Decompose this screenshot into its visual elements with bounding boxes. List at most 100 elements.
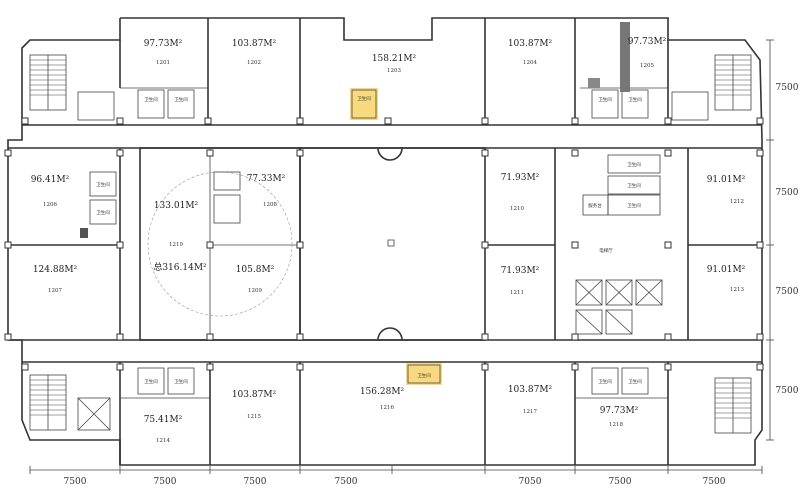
svg-text:卫生间: 卫生间: [96, 209, 110, 216]
svg-text:卫生间: 卫生间: [627, 161, 641, 168]
room-number: 1209: [248, 288, 262, 294]
room-1212[interactable]: 91.01M² 1212: [707, 175, 746, 205]
room-1217[interactable]: 103.87M² 1217: [508, 385, 553, 415]
room-area: 133.01M²: [154, 201, 199, 211]
svg-text:卫生间: 卫生间: [598, 96, 612, 103]
stair-bottom-right: [714, 377, 752, 434]
room-area: 103.87M²: [508, 385, 553, 395]
room-1207[interactable]: 124.88M² 1207: [33, 265, 78, 294]
room-1215[interactable]: 103.87M² 1215: [232, 390, 277, 420]
room-area: 71.93M²: [501, 173, 540, 183]
svg-text:卫生间: 卫生间: [627, 182, 641, 189]
room-area: 75.41M²: [144, 415, 183, 425]
room-1219[interactable]: 133.01M² 1219 总316.14M²: [153, 201, 207, 273]
room-number: 1203: [387, 68, 401, 74]
dimension-label: 7500: [776, 287, 799, 297]
room-number: 1213: [730, 287, 744, 293]
room-number: 1204: [523, 60, 537, 66]
dimension-label: 7500: [776, 188, 799, 198]
stair-top-right: [671, 54, 752, 121]
room-number: 1216: [380, 405, 394, 411]
room-1214[interactable]: 75.41M² 1214: [144, 415, 183, 444]
room-1209[interactable]: 105.8M² 1209: [236, 265, 275, 294]
columns: [4, 117, 764, 371]
room-total-area: 总316.14M²: [153, 261, 207, 273]
bottom-rooms: [119, 362, 669, 465]
room-number: 1208: [263, 202, 277, 208]
dimension-label: 7500: [776, 386, 799, 396]
room-number: 1210: [510, 206, 524, 212]
building-outline: [7, 17, 763, 466]
room-area: 103.87M²: [508, 39, 553, 49]
svg-text:卫生间: 卫生间: [628, 378, 642, 385]
room-number: 1218: [609, 422, 623, 428]
elevator-bank: [575, 279, 663, 335]
restroom-label: 卫生间: [417, 372, 431, 379]
room-1205[interactable]: 97.73M² 1205: [628, 37, 667, 69]
dimension-label: 7500: [776, 83, 799, 93]
svg-text:卫生间: 卫生间: [627, 202, 641, 209]
room-area: 77.33M²: [247, 174, 286, 184]
stair-top-left: [29, 54, 115, 121]
room-area: 96.41M²: [31, 175, 70, 185]
top-rooms: [119, 18, 669, 125]
dimension-label: 7500: [703, 477, 726, 487]
room-1201[interactable]: 97.73M² 1201: [144, 39, 183, 66]
dimension-label: 7500: [154, 477, 177, 487]
room-area: 91.01M²: [707, 265, 746, 275]
svg-text:服务台: 服务台: [588, 202, 602, 209]
room-area: 156.28M²: [360, 387, 405, 397]
room-area: 91.01M²: [707, 175, 746, 185]
room-1210[interactable]: 71.93M² 1210: [501, 173, 540, 212]
room-area: 103.87M²: [232, 390, 277, 400]
room-number: 1201: [156, 60, 170, 66]
room-area: 103.87M²: [232, 39, 277, 49]
room-area: 105.8M²: [236, 265, 275, 275]
bottom-dimension-line: 7500 7500 7500 7500 7050 7500 7500: [29, 466, 763, 487]
svg-text:卫生间: 卫生间: [598, 378, 612, 385]
room-number: 1217: [523, 409, 537, 415]
room-1206[interactable]: 96.41M² 1206: [31, 175, 70, 208]
room-number: 1205: [640, 63, 654, 69]
restroom-labels: 卫生间 卫生间 卫生间 卫生间 卫生间 卫生间 卫生间 卫生间 卫生间 服务台 …: [96, 96, 642, 385]
stair-bottom-left: [29, 374, 111, 431]
room-number: 1215: [247, 414, 261, 420]
room-1216[interactable]: 156.28M² 1216: [360, 387, 405, 411]
svg-text:卫生间: 卫生间: [174, 378, 188, 385]
room-1213[interactable]: 91.01M² 1213: [707, 265, 746, 293]
room-1203[interactable]: 158.21M² 1203: [372, 54, 417, 74]
dimension-label: 7500: [64, 477, 87, 487]
dimension-label: 7500: [609, 477, 632, 487]
room-area: 158.21M²: [372, 54, 417, 64]
svg-text:卫生间: 卫生间: [174, 96, 188, 103]
room-1211[interactable]: 71.93M² 1211: [501, 266, 540, 296]
room-number: 1207: [48, 288, 62, 294]
room-number: 1214: [156, 438, 170, 444]
svg-text:卫生间: 卫生间: [628, 96, 642, 103]
room-1204[interactable]: 103.87M² 1204: [508, 39, 553, 66]
room-area: 124.88M²: [33, 265, 78, 275]
room-number: 1219: [169, 242, 183, 248]
dimension-label: 7500: [244, 477, 267, 487]
dimension-label: 7050: [519, 477, 542, 487]
highlighted-restroom-bottom[interactable]: 卫生间: [406, 363, 442, 385]
svg-text:卫生间: 卫生间: [144, 378, 158, 385]
svg-text:卫生间: 卫生间: [144, 96, 158, 103]
room-number: 1206: [43, 202, 57, 208]
highlighted-restroom-top[interactable]: 卫生间: [350, 88, 378, 120]
room-1208[interactable]: 77.33M² 1208: [247, 174, 286, 208]
room-number: 1212: [730, 199, 744, 205]
svg-text:卫生间: 卫生间: [96, 181, 110, 188]
room-1202[interactable]: 103.87M² 1202: [232, 39, 277, 66]
room-number: 1202: [247, 60, 261, 66]
middle-right-rooms: [485, 148, 762, 340]
elevator-hall-label: 电梯厅: [599, 247, 613, 254]
room-area: 97.73M²: [600, 406, 639, 416]
room-1218[interactable]: 97.73M² 1218: [600, 406, 639, 428]
dimension-label: 7500: [335, 477, 358, 487]
room-number: 1211: [510, 290, 524, 296]
restroom-label: 卫生间: [357, 95, 371, 102]
room-area: 71.93M²: [501, 266, 540, 276]
room-area: 97.73M²: [144, 39, 183, 49]
